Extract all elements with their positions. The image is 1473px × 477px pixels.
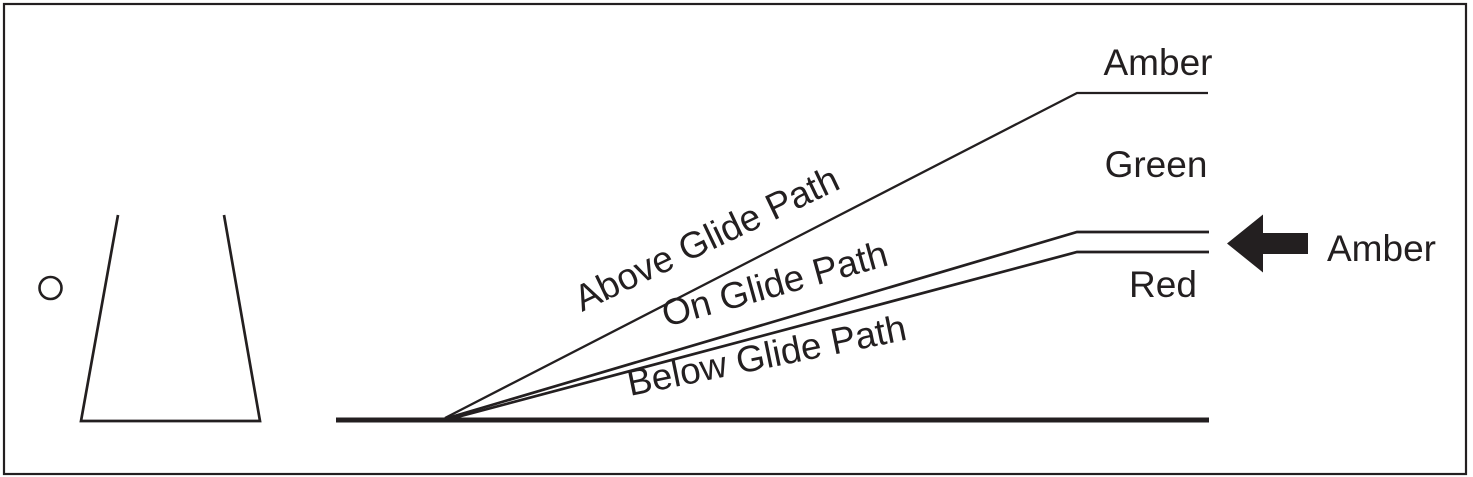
vasi-light-circle bbox=[38, 275, 63, 301]
amber-band-label: Amber bbox=[1327, 228, 1436, 269]
above-glide-path-boundary-line bbox=[444, 91, 1208, 420]
glide-path-band-lower-line bbox=[447, 250, 1209, 421]
green-label: Green bbox=[1105, 144, 1208, 185]
glide-path-band-upper-line bbox=[445, 230, 1209, 420]
amber-top-label: Amber bbox=[1104, 42, 1213, 83]
arrow-left-icon bbox=[1227, 214, 1308, 273]
runway-outline bbox=[79, 214, 262, 423]
red-label: Red bbox=[1129, 264, 1197, 305]
